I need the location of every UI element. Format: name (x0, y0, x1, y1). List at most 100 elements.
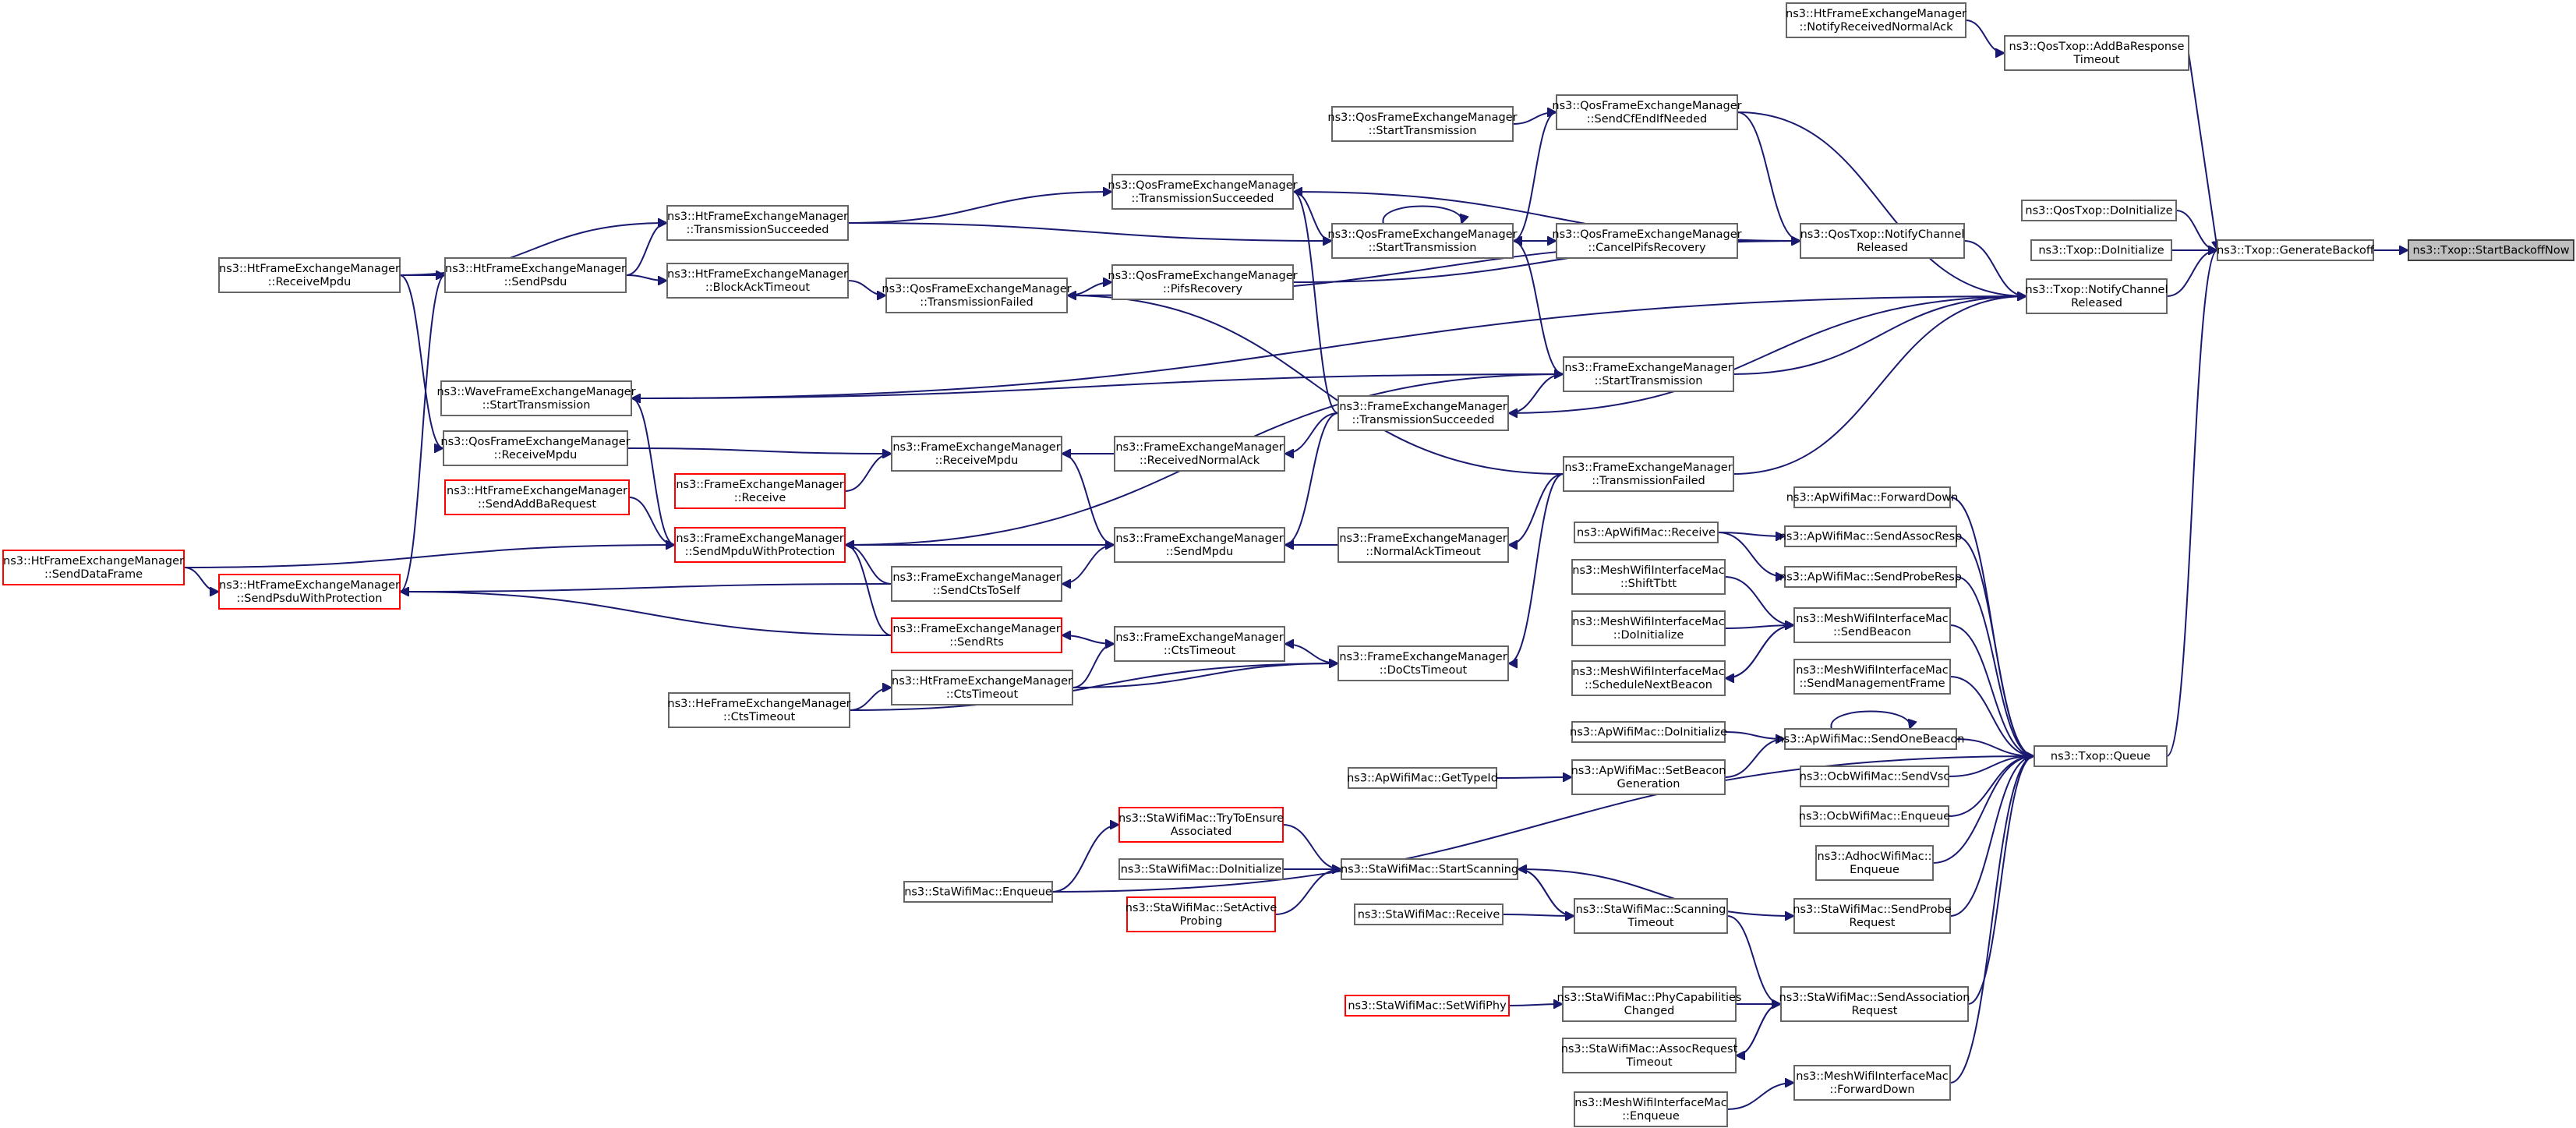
node-ocbmac-enqueue[interactable]: ns3::OcbWifiMac::Enqueue (1799, 805, 1951, 827)
node-sta-receive[interactable]: ns3::StaWifiMac::Receive (1354, 903, 1504, 925)
node-htfem-sendpsdu[interactable]: ns3::HtFrameExchangeManager::SendPsdu (444, 257, 627, 293)
node-fem-receivempdu[interactable]: ns3::FrameExchangeManager::ReceiveMpdu (891, 436, 1062, 472)
node-sta-enqueue[interactable]: ns3::StaWifiMac::Enqueue (903, 881, 1053, 903)
node-apmac-sendassocresp[interactable]: ns3::ApWifiMac::SendAssocResp (1779, 525, 1963, 547)
node-qosfem-cancelpifsrec[interactable]: ns3::QosFrameExchangeManager::CancelPifs… (1552, 223, 1742, 259)
call-edge (1502, 914, 1574, 916)
node-txop-doinit[interactable]: ns3::Txop::DoInitialize (2030, 239, 2172, 261)
node-fem-doctstimeout[interactable]: ns3::FrameExchangeManager::DoCtsTimeout (1337, 645, 1509, 681)
node-qosfem-txsucceeded[interactable]: ns3::QosFrameExchangeManager::Transmissi… (1108, 174, 1298, 210)
node-fem-starttx[interactable]: ns3::FrameExchangeManager::StartTransmis… (1563, 356, 1734, 392)
node-sta-setwifiphy[interactable]: ns3::StaWifiMac::SetWifiPhy (1345, 995, 1510, 1017)
node-txop-queue[interactable]: ns3::Txop::Queue (2034, 745, 2168, 767)
node-fem-sendmpdu[interactable]: ns3::FrameExchangeManager::SendMpdu (1114, 527, 1285, 563)
call-edge (399, 274, 444, 448)
node-label: ::SendPsdu (504, 276, 567, 288)
node-fem-txsucceeded[interactable]: ns3::FrameExchangeManager::TransmissionS… (1337, 395, 1509, 431)
node-label: ::StartTransmission (1369, 242, 1477, 254)
node-mesh-shifttbtt[interactable]: ns3::MeshWifiInterfaceMac::ShiftTbtt (1571, 559, 1726, 595)
node-mesh-forwarddown[interactable]: ns3::MeshWifiInterfaceMac::ForwardDown (1793, 1065, 1951, 1101)
node-box (1341, 858, 1518, 880)
node-fem-normalacktimeout[interactable]: ns3::FrameExchangeManager::NormalAckTime… (1337, 527, 1509, 563)
node-qostxop-doinit[interactable]: ns3::QosTxop::DoInitialize (2021, 200, 2177, 221)
node-adhocmac-enqueue[interactable]: ns3::AdhocWifiMac::Enqueue (1815, 845, 1934, 881)
node-label: ::DoCtsTimeout (1380, 664, 1468, 677)
node-htfem-sendaddbareq[interactable]: ns3::HtFrameExchangeManager::SendAddBaRe… (444, 479, 630, 515)
node-htfem-blockacktimeout[interactable]: ns3::HtFrameExchangeManager::BlockAckTim… (666, 263, 849, 299)
node-label: ns3::ApWifiMac::SendAssocResp (1779, 531, 1963, 543)
node-label: ::SendRts (949, 636, 1004, 649)
node-box (2217, 239, 2374, 261)
node-sta-startscanning[interactable]: ns3::StaWifiMac::StartScanning (1341, 858, 1518, 880)
node-qosfem-txfailed[interactable]: ns3::QosFrameExchangeManager::Transmissi… (882, 278, 1072, 313)
call-edge (1737, 111, 2027, 296)
node-apmac-sendonebeacon[interactable]: ns3::ApWifiMac::SendOneBeacon (1776, 728, 1965, 750)
node-apmac-gettypeid[interactable]: ns3::ApWifiMac::GetTypeId (1347, 767, 1498, 789)
node-fem-receive[interactable]: ns3::FrameExchangeManager::Receive (674, 473, 846, 509)
node-fem-sendctstoself[interactable]: ns3::FrameExchangeManager::SendCtsToSelf (891, 566, 1062, 602)
node-label: ns3::QosFrameExchangeManager (882, 283, 1071, 295)
node-qosfem-pifsrec[interactable]: ns3::QosFrameExchangeManager::PifsRecove… (1108, 264, 1298, 300)
call-edge (631, 373, 1564, 398)
node-apmac-doinit[interactable]: ns3::ApWifiMac::DoInitialize (1570, 721, 1727, 743)
node-htfem-sendpsduwithprot[interactable]: ns3::HtFrameExchangeManager::SendPsduWit… (218, 574, 401, 610)
node-htfem-txsucceeded[interactable]: ns3::HtFrameExchangeManager::Transmissio… (666, 205, 849, 241)
node-sta-doinit[interactable]: ns3::StaWifiMac::DoInitialize (1118, 858, 1284, 880)
call-edge (1949, 624, 2035, 756)
node-notifyrecvnormalack[interactable]: ns3::HtFrameExchangeManager::NotifyRecei… (1786, 2, 1966, 38)
node-htfem-ctstimeout[interactable]: ns3::HtFrameExchangeManager::CtsTimeout (891, 670, 1073, 705)
node-mesh-doinit[interactable]: ns3::MeshWifiInterfaceMac::DoInitialize (1571, 610, 1726, 646)
node-mesh-sendmgmtframe[interactable]: ns3::MeshWifiInterfaceMac::SendManagemen… (1793, 659, 1951, 695)
node-box (1571, 559, 1726, 595)
node-fem-sendrts[interactable]: ns3::FrameExchangeManager::SendRts (891, 617, 1062, 653)
node-fem-txfailed[interactable]: ns3::FrameExchangeManager::TransmissionF… (1563, 456, 1734, 492)
node-label: ::StartTransmission (1369, 125, 1477, 137)
node-label: ns3::ApWifiMac::ForwardDown (1786, 492, 1959, 504)
node-qosfem-sendcfendifneeded[interactable]: ns3::QosFrameExchangeManager::SendCfEndI… (1552, 94, 1742, 130)
node-label: ns3::Txop::NotifyChannel (2026, 284, 2168, 296)
node-apmac-forwarddown[interactable]: ns3::ApWifiMac::ForwardDown (1786, 486, 1959, 508)
node-qosfem-starttx-a[interactable]: ns3::QosFrameExchangeManager::StartTrans… (1327, 106, 1518, 142)
node-box (2026, 278, 2168, 314)
node-mesh-enqueue[interactable]: ns3::MeshWifiInterfaceMac::Enqueue (1574, 1091, 1728, 1127)
node-label: ns3::FrameExchangeManager (676, 532, 843, 545)
node-qosfem-receivempdu[interactable]: ns3::QosFrameExchangeManager::ReceiveMpd… (440, 430, 631, 466)
node-label: ::ReceivedNormalAck (1140, 454, 1260, 467)
call-edge (1507, 296, 2027, 414)
call-edge (1051, 756, 2034, 893)
call-edge (1967, 756, 2035, 1005)
node-root[interactable]: ns3::Txop::StartBackoffNow (2408, 239, 2574, 261)
node-fem-receivednormalack[interactable]: ns3::FrameExchangeManager::ReceivedNorma… (1114, 436, 1285, 472)
node-mesh-schednextbeacon[interactable]: ns3::MeshWifiInterfaceMac::ScheduleNextB… (1571, 660, 1726, 696)
node-wavefem-starttx[interactable]: ns3::WaveFrameExchangeManager::StartTran… (436, 380, 636, 416)
node-fem-ctstimeout[interactable]: ns3::FrameExchangeManager::CtsTimeout (1114, 626, 1285, 662)
node-box (1800, 805, 1949, 827)
node-genbackoff[interactable]: ns3::Txop::GenerateBackoff (2217, 239, 2375, 261)
node-mesh-sendbeacon[interactable]: ns3::MeshWifiInterfaceMac::SendBeacon (1793, 607, 1951, 643)
node-fem-sendmpduwithprot[interactable]: ns3::FrameExchangeManager::SendMpduWithP… (674, 527, 846, 563)
node-apmac-sendproberesp[interactable]: ns3::ApWifiMac::SendProbeResp (1779, 566, 1962, 588)
call-edge (1733, 296, 2027, 475)
call-edge (1724, 625, 1794, 628)
node-qosfem-starttx-b[interactable]: ns3::QosFrameExchangeManager::StartTrans… (1327, 223, 1518, 259)
call-edge (1061, 454, 1115, 546)
node-apmac-receive[interactable]: ns3::ApWifiMac::Receive (1574, 522, 1719, 543)
node-ocbmac-sendvsc[interactable]: ns3::OcbWifiMac::SendVsc (1800, 766, 1950, 787)
node-htfem-senddataframe[interactable]: ns3::HtFrameExchangeManager::SendDataFra… (2, 550, 185, 585)
node-box (666, 205, 849, 241)
call-edge (1508, 1004, 1563, 1006)
node-hefem-ctstimeout[interactable]: ns3::HeFrameExchangeManager::CtsTimeout (667, 692, 851, 728)
node-label: ::CtsTimeout (723, 711, 796, 723)
node-htfem-receivempdu[interactable]: ns3::HtFrameExchangeManager::ReceiveMpdu (218, 257, 401, 293)
